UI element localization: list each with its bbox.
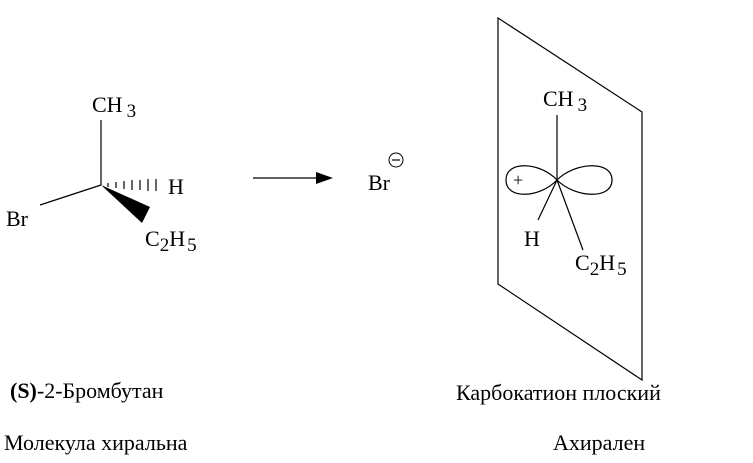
wedge-bond-c-ethyl [101,185,150,223]
p-orbital-left-lobe [505,165,558,195]
bromide-ion: Br [368,152,404,195]
hashed-bond-c-h [107,179,157,191]
molecular-plane [497,16,643,382]
p-orbital-right-lobe [556,165,613,195]
label-br: Br [6,206,29,231]
reaction-arrow [253,172,333,184]
negative-charge-circle [388,152,404,168]
label-h: H [168,174,184,199]
bond-c-br [39,184,102,206]
label-bromide: Br [368,170,391,195]
label-plus: + [513,170,523,190]
caption-right-name: Карбокатион плоский [456,380,661,405]
label-h: H [524,226,540,251]
caption-left-name: (S)-2-Бромбутан [10,378,164,403]
caption-left-desc: Молекула хиральна [4,430,188,455]
caption-right-desc: Ахирален [553,430,645,455]
bond-c-ethyl [556,179,584,251]
bond-c-h [537,179,558,221]
